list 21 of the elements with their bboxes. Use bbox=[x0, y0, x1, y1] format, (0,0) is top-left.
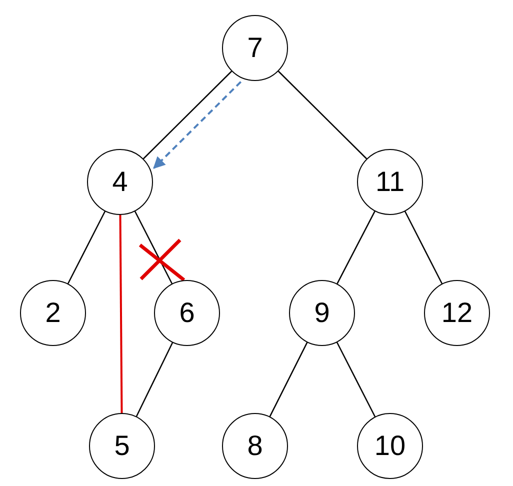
tree-node: 7 bbox=[222, 15, 288, 81]
tree-node: 2 bbox=[20, 280, 86, 346]
tree-edge bbox=[119, 215, 123, 413]
tree-node: 8 bbox=[222, 413, 288, 479]
tree-edge bbox=[278, 70, 368, 160]
tree-node: 10 bbox=[357, 413, 423, 479]
tree-node: 9 bbox=[289, 280, 355, 346]
tree-edge bbox=[142, 70, 232, 160]
tree-edge bbox=[67, 211, 106, 284]
tree-node: 12 bbox=[424, 280, 490, 346]
tree-node: 4 bbox=[87, 149, 153, 215]
tree-edge bbox=[336, 342, 376, 417]
tree-edge bbox=[404, 211, 443, 284]
tree-node: 6 bbox=[154, 280, 220, 346]
tree-edge bbox=[134, 211, 173, 284]
tree-node: 11 bbox=[357, 149, 423, 215]
tree-edge bbox=[336, 211, 376, 284]
tree-edge bbox=[269, 342, 308, 417]
arrow bbox=[153, 81, 242, 169]
tree-node: 5 bbox=[89, 413, 155, 479]
tree-edge bbox=[136, 342, 174, 417]
